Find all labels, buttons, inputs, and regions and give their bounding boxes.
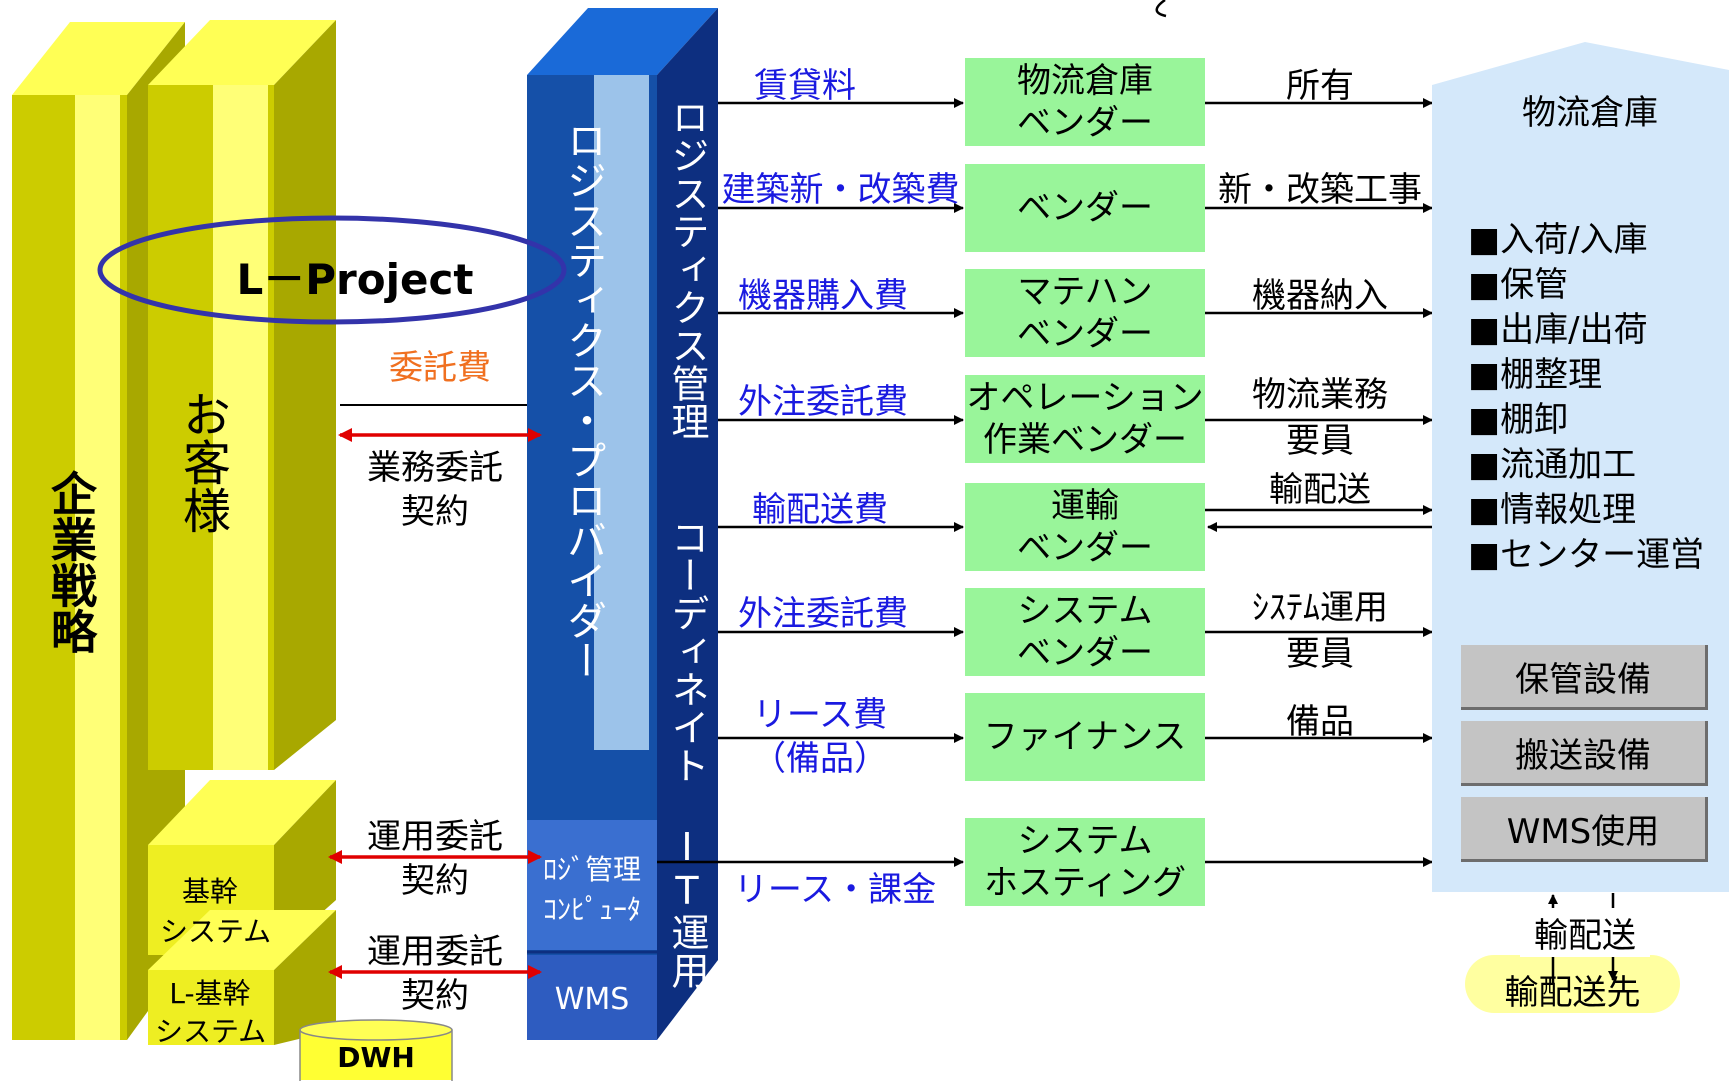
coordinate-label: コーディネイト [665, 518, 709, 784]
core-system-label: 基幹システム [160, 875, 272, 948]
warehouse-function: ■出庫/出荷 [1468, 310, 1648, 350]
vendor-box-finance: ファイナンス [965, 693, 1205, 781]
out-label-4: 輸配送 [1269, 470, 1371, 510]
business-contract-label: 業務委託契約 [367, 448, 503, 532]
cost-label-0: 賃貸料 [754, 66, 856, 106]
l-core-system-block [148, 910, 336, 1045]
ops-contract-label-2: 運用委託契約 [367, 932, 503, 1016]
cost-label-7: リース・課金 [733, 870, 937, 910]
warehouse-title: 物流倉庫 [1522, 93, 1658, 133]
l-core-system-label: L-基幹システム [155, 977, 267, 1048]
destination-label: 輸配送先 [1504, 973, 1641, 1013]
logi-computer-label: ﾛｼﾞ管理ｺﾝﾋﾟｭｰﾀ [542, 853, 641, 926]
vendor-box-transport: 運輸ベンダー [965, 483, 1205, 571]
vendor-box-hosting: システムホスティング [965, 818, 1205, 906]
customer-column [148, 20, 336, 770]
out-label-6: 備品 [1286, 702, 1354, 742]
provider-column [527, 8, 718, 1040]
warehouse-function: ■情報処理 [1468, 490, 1637, 530]
warehouse-function: ■棚卸 [1468, 400, 1569, 440]
cost-label-6: リース費（備品） [752, 695, 888, 779]
out-label-2: 機器納入 [1252, 276, 1388, 316]
delivery-label: 輸配送 [1520, 908, 1650, 957]
out-label-3: 物流業務要員 [1252, 375, 1388, 461]
out-label-1: 新・改築工事 [1218, 170, 1422, 210]
fee-label: 委託費 [389, 348, 491, 388]
provider-title: ロジスティクス・プロバイダー [560, 120, 606, 680]
destination-pill [1465, 955, 1680, 1013]
logistics-mgmt-label: ロジスティクス管理 [665, 98, 709, 440]
cost-label-3: 外注委託費 [738, 382, 908, 422]
wms-label: WMS [554, 982, 630, 1017]
l-project-ellipse [97, 215, 567, 325]
cost-label-2: 機器購入費 [738, 276, 908, 316]
dwh-cylinder [299, 1019, 453, 1081]
warehouse-function: ■入荷/入庫 [1468, 220, 1648, 260]
equipment-wms: WMS使用 [1461, 797, 1708, 862]
warehouse-function: ■センター運営 [1468, 535, 1705, 575]
top-arc [1155, 0, 1167, 18]
vendor-box-warehouse: 物流倉庫ベンダー [965, 58, 1205, 146]
strategy-label: 企業戦略 [44, 470, 98, 654]
warehouse-function: ■棚整理 [1468, 355, 1603, 395]
out-label-0: 所有 [1286, 66, 1354, 106]
cost-label-1: 建築新・改築費 [721, 170, 960, 210]
warehouse-function-list: ■入荷/入庫 ■保管 ■出庫/出荷 ■棚整理 ■棚卸 ■流通加工 ■情報処理 ■… [1468, 218, 1704, 578]
out-label-5: ｼｽﾃﾑ運用要員 [1252, 588, 1388, 674]
customer-label: お客様 [174, 390, 230, 534]
l-project-label: L－Project [236, 255, 474, 304]
vendor-box-material-handling: マテハンベンダー [965, 269, 1205, 357]
dwh-label: DWH [337, 1041, 415, 1074]
warehouse-function: ■流通加工 [1468, 445, 1637, 485]
equipment-storage: 保管設備 [1461, 645, 1708, 710]
ops-contract-label-1: 運用委託契約 [367, 817, 503, 901]
vendor-box-construction: ベンダー [965, 164, 1205, 252]
vendor-box-system: システムベンダー [965, 588, 1205, 676]
equipment-transfer: 搬送設備 [1461, 721, 1708, 786]
cost-label-5: 外注委託費 [738, 594, 908, 634]
warehouse-function: ■保管 [1468, 265, 1569, 305]
cost-label-4: 輸配送費 [752, 490, 888, 530]
it-ops-label: IT運用 [665, 825, 709, 989]
vendor-box-operation: オペレーション作業ベンダー [965, 375, 1205, 463]
